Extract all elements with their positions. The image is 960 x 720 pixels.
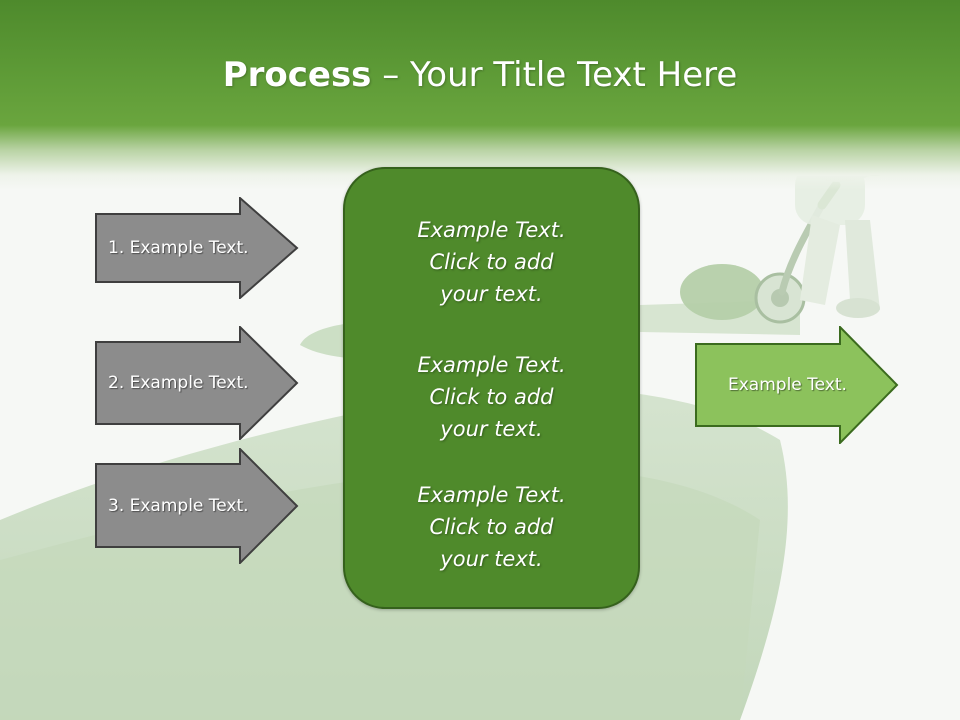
right-arrow[interactable]: Example Text. — [695, 326, 900, 444]
left-arrow-2[interactable]: 2. Example Text. — [95, 326, 300, 440]
right-arrow-label: Example Text. — [728, 375, 847, 395]
center-line: your text. — [440, 282, 543, 306]
header-band — [0, 0, 960, 190]
left-arrow-1[interactable]: 1. Example Text. — [95, 197, 300, 299]
center-text-block-1[interactable]: Example Text. Click to add your text. — [345, 214, 638, 310]
center-line: your text. — [440, 547, 543, 571]
center-line: Click to add — [429, 250, 554, 274]
left-arrow-label: 3. Example Text. — [108, 496, 249, 516]
arrow-shape-icon — [695, 326, 899, 444]
center-line: Example Text. — [417, 218, 566, 242]
title-bold: Process — [222, 55, 372, 95]
center-text-box[interactable]: Example Text. Click to add your text. Ex… — [343, 167, 640, 609]
arrow-shape-icon — [95, 326, 299, 440]
left-arrow-label: 1. Example Text. — [108, 238, 249, 258]
center-line: Click to add — [429, 385, 554, 409]
arrow-shape-icon — [95, 197, 299, 299]
slide-title[interactable]: Process – Your Title Text Here — [0, 52, 960, 98]
left-arrow-3[interactable]: 3. Example Text. — [95, 448, 300, 564]
center-text-block-3[interactable]: Example Text. Click to add your text. — [345, 479, 638, 575]
center-line: Example Text. — [417, 353, 566, 377]
arrow-shape-icon — [95, 448, 299, 564]
center-text-block-2[interactable]: Example Text. Click to add your text. — [345, 349, 638, 445]
center-line: Click to add — [429, 515, 554, 539]
left-arrow-label: 2. Example Text. — [108, 373, 249, 393]
center-line: Example Text. — [417, 483, 566, 507]
center-line: your text. — [440, 417, 543, 441]
title-rest: – Your Title Text Here — [371, 55, 738, 95]
